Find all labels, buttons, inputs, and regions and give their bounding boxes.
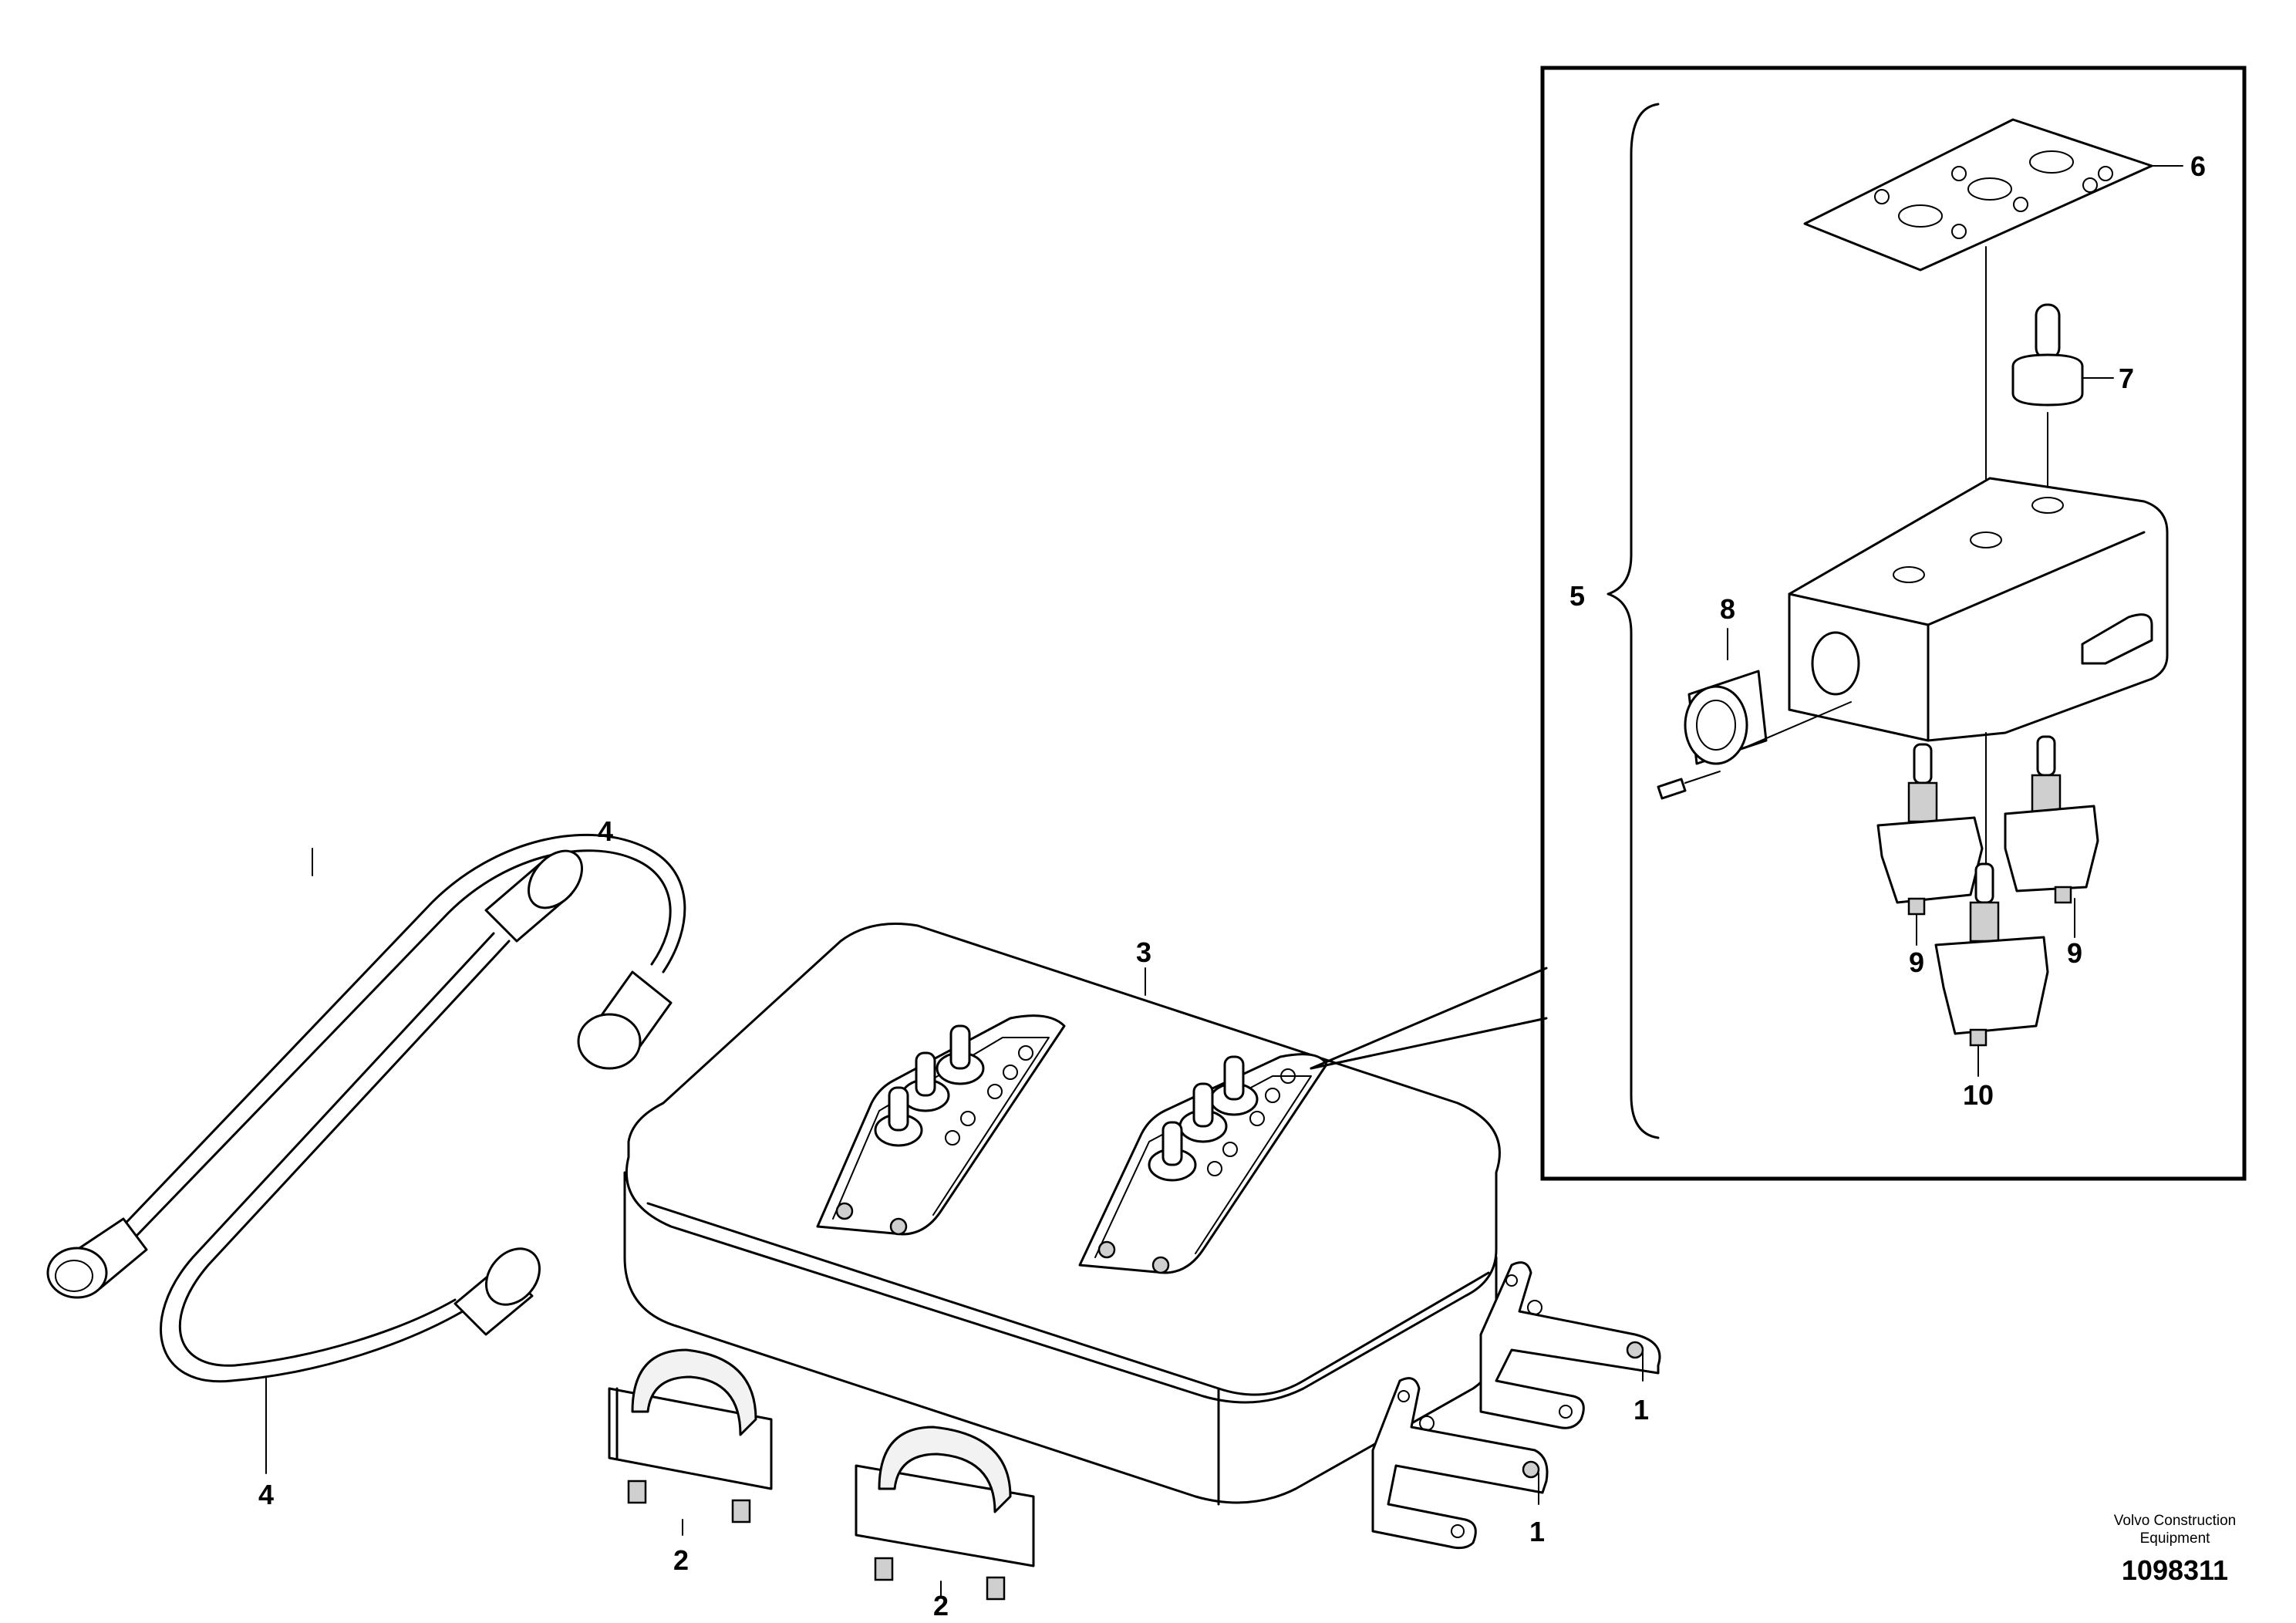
cable-harness-part-4 [46, 833, 686, 1474]
toggle-switch [874, 1086, 923, 1147]
callout-1: 1 [1633, 1394, 1649, 1426]
mounting-bracket-part-1 [1479, 1261, 1661, 1429]
switch-panel-left [816, 1014, 1066, 1236]
connector-part-8 [1657, 628, 1852, 800]
cable-connector-left [46, 1217, 148, 1299]
callout-5: 5 [1569, 580, 1585, 612]
callout-4: 4 [598, 815, 613, 847]
u-bolt-clamp-part-2 [855, 1426, 1035, 1601]
switch-panel-right [1078, 1053, 1328, 1274]
toggle-switch [936, 1024, 985, 1085]
assembly-brace [1607, 103, 1660, 1139]
toggle-switch [1148, 1121, 1197, 1182]
switch-cap-part-7 [2011, 303, 2114, 506]
mounting-bracket-part-1 [1371, 1377, 1549, 1550]
callout-9: 9 [2067, 937, 2082, 969]
maker-name-line1: Volvo Construction [2114, 1513, 2236, 1529]
toggle-switch [901, 1051, 950, 1112]
toggle-switch-part-10 [1934, 862, 2049, 1077]
callout-3: 3 [1136, 936, 1151, 968]
callout-7: 7 [2119, 363, 2134, 394]
callout-1: 1 [1529, 1516, 1545, 1547]
cable-connector-bottom [453, 1247, 541, 1336]
callout-4: 4 [258, 1479, 274, 1510]
switch-housing-part-5 [1788, 477, 2169, 880]
toggle-switch [1209, 1055, 1259, 1116]
callout-6: 6 [2190, 150, 2206, 182]
cable-connector-right [577, 970, 673, 1070]
callout-2: 2 [673, 1544, 689, 1576]
callout-9: 9 [1909, 946, 1924, 978]
callout-8: 8 [1720, 593, 1735, 625]
detail-inset-box [1310, 66, 2247, 1181]
maker-name-line2: Equipment [2140, 1530, 2211, 1547]
callout-10: 10 [1963, 1079, 1994, 1111]
control-box-part-3 [623, 923, 1501, 1506]
callout-2: 2 [933, 1590, 949, 1621]
toggle-switch-part-9 [1876, 743, 1984, 946]
cable-connector-top [484, 849, 583, 943]
u-bolt-clamp-part-2 [608, 1348, 773, 1536]
drawing-reference-number: 1098311 [2122, 1554, 2228, 1586]
toggle-switch-part-9 [2004, 735, 2099, 938]
label-plate-part-6 [1803, 118, 2183, 541]
